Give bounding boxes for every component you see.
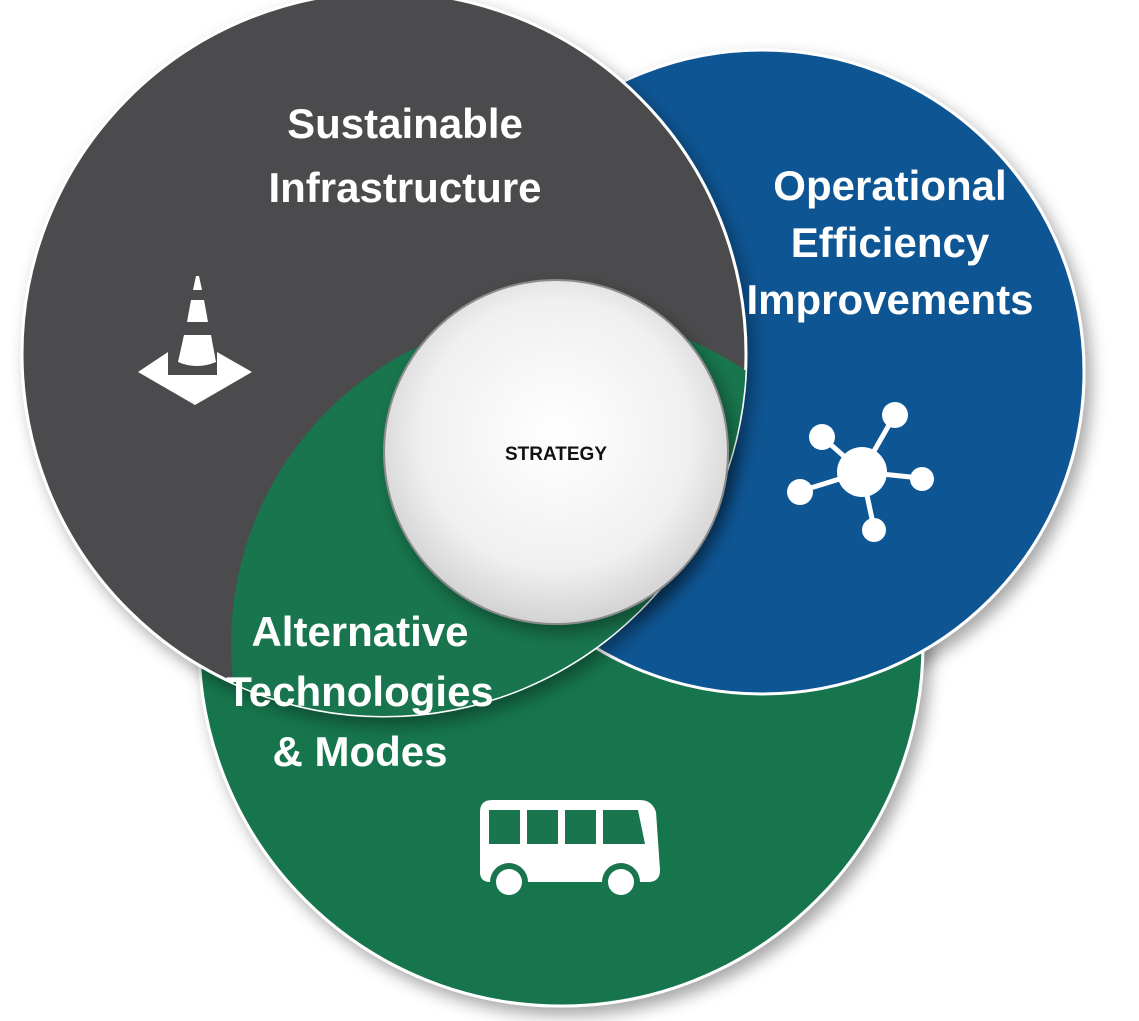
traffic-cone-icon: [138, 276, 252, 405]
operational-title-line1: Operational: [773, 162, 1006, 209]
alternative-title-line3: & Modes: [272, 728, 447, 775]
alternative-title-line1: Alternative: [251, 608, 468, 655]
alternative-title-line2: Technologies: [226, 668, 494, 715]
operational-title-line3: Improvements: [746, 276, 1033, 323]
strategy-center-circle: [383, 279, 729, 625]
infrastructure-title-line2: Infrastructure: [268, 164, 541, 211]
network-hub-icon: [787, 402, 934, 542]
infrastructure-title-line1: Sustainable: [287, 100, 523, 147]
strategy-label: STRATEGY: [505, 444, 607, 465]
operational-title-line2: Efficiency: [791, 219, 990, 266]
bus-icon: [480, 800, 660, 901]
